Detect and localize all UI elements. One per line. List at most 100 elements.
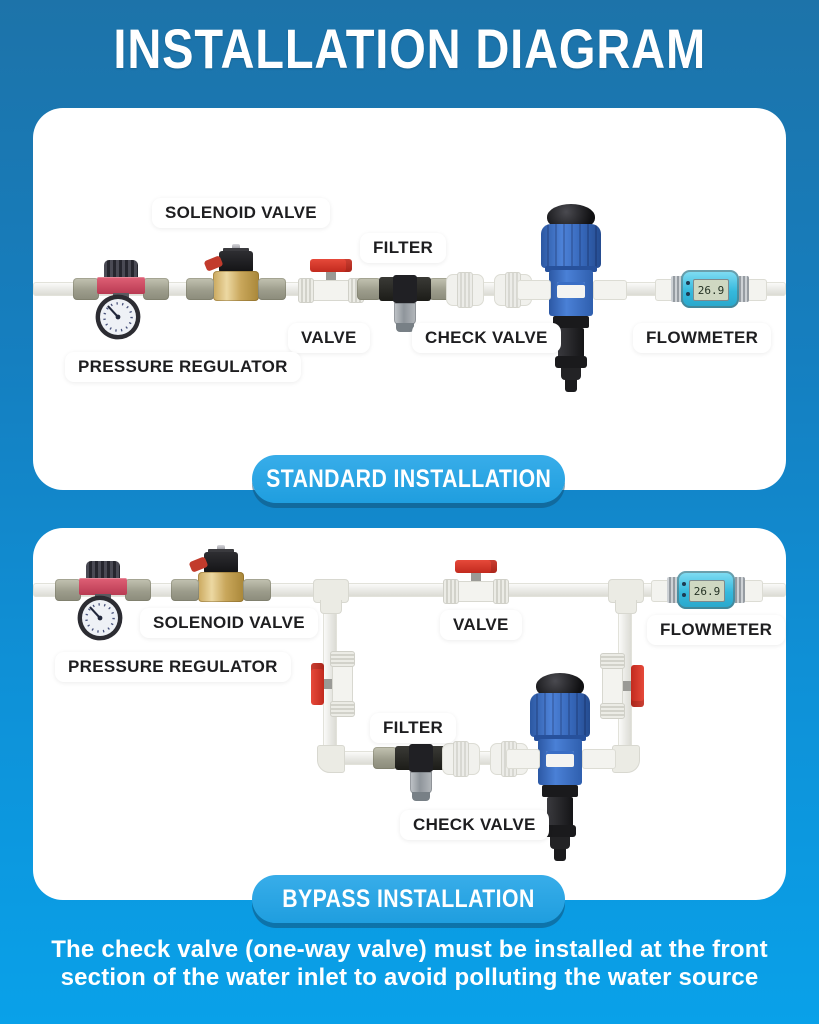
pipe-fitting [171,579,199,601]
pump-taper [561,368,581,380]
tee-fitting [608,579,644,614]
bypass-ball-valve-left [307,647,355,723]
solenoid-coil [204,552,238,574]
filter-bowl [394,303,416,325]
regulator-knob [104,260,138,280]
valve-handle [631,665,644,707]
bypass-installation-panel: 26.9 SOLENOID VALVE PRESSURE REGULATOR V… [33,528,786,923]
valve-union [298,278,314,303]
pipe-fitting [747,279,767,301]
solenoid-body [213,271,259,301]
pipe-fitting [125,579,151,601]
pump-suction [547,797,573,827]
elbow-fitting [317,745,345,773]
flowmeter-button [682,582,686,586]
solenoid-plate [208,549,234,553]
pump-connector [593,280,627,300]
valve-union [443,579,459,604]
pipe-fitting [243,579,271,601]
pump-ring [544,825,576,837]
label-valve: VALVE [288,323,370,353]
valve-handle [455,560,497,573]
pressure-gauge-icon [77,595,123,641]
filter-bowl [410,772,432,794]
pipe-fitting [743,580,763,602]
valve-union [330,701,355,717]
pump-suction [558,328,584,358]
filter-cap [396,323,414,332]
pump-ring [555,356,587,368]
pump-collar [542,785,578,797]
elbow-fitting [612,745,640,773]
pipe-fitting [373,747,397,769]
regulator-band [97,277,145,294]
filter-hub [393,275,417,303]
label-pressure-regulator: PRESSURE REGULATOR [55,652,291,682]
tee-stub [320,600,342,614]
pressure-regulator [55,561,151,645]
label-solenoid-valve: SOLENOID VALVE [152,198,330,228]
ball-valve [437,556,513,604]
filter-hub [409,744,433,772]
pump-connector [517,280,551,300]
page-title: INSTALLATION DIAGRAM [0,16,819,81]
regulator-band [79,578,127,595]
pipe-fitting [73,278,99,300]
bypass-installation-badge: BYPASS INSTALLATION [252,875,565,923]
flowmeter-cap [737,276,749,302]
pump-label [546,751,574,767]
flowmeter-cap [733,577,745,603]
flowmeter-display: 26.9 [693,279,729,301]
page-title-text: INSTALLATION DIAGRAM [113,17,706,80]
valve-union [600,653,625,669]
solenoid-valve [171,545,271,609]
pump-connector [582,749,616,769]
flowmeter: 26.9 [655,268,767,310]
solenoid-body [198,572,244,602]
pipe-fitting [258,278,286,300]
pump-neck [545,266,597,272]
regulator-knob [86,561,120,581]
pump-connector [506,749,540,769]
pipe-fitting [186,278,214,300]
flowmeter-cap [667,577,679,603]
flowmeter-display: 26.9 [689,580,725,602]
label-flowmeter: FLOWMETER [647,615,786,645]
union-fitting [446,272,484,308]
solenoid-screw [232,244,240,250]
standard-installation-panel: 26.9 SOLENOID VALVE FILTER VALVE CHECK V… [33,108,786,503]
label-filter: FILTER [360,233,447,263]
filter-cap [412,792,430,801]
label-solenoid-valve: SOLENOID VALVE [140,608,318,638]
pipe-fitting [143,278,169,300]
label-pressure-regulator: PRESSURE REGULATOR [65,352,301,382]
pump-bell [541,224,601,268]
pump-label [557,282,585,298]
dosing-pump [500,673,620,861]
valve-stem [326,271,336,280]
ball-valve [292,255,368,303]
bypass-installation-badge-text: BYPASS INSTALLATION [282,884,535,913]
flowmeter-button [686,281,690,285]
standard-installation-badge: STANDARD INSTALLATION [252,455,565,503]
valve-handle [311,663,324,705]
label-valve: VALVE [440,610,522,640]
pressure-regulator [73,260,169,344]
tee-stub [615,600,637,614]
valve-handle [310,259,352,272]
solenoid-screw [217,545,225,551]
label-flowmeter: FLOWMETER [633,323,772,353]
pipe-fitting [357,278,381,300]
pump-collar [553,316,589,328]
flowmeter-button [682,593,686,597]
pipe-fitting [55,579,81,601]
label-check-valve: CHECK VALVE [412,323,561,353]
pump-suction-tube [554,849,566,861]
union-fitting [442,741,480,777]
valve-union [330,651,355,667]
dosing-pump [511,204,631,392]
footer-note: The check valve (one-way valve) must be … [51,936,768,992]
standard-installation-badge-text: STANDARD INSTALLATION [265,464,552,493]
flowmeter-button [686,292,690,296]
label-filter: FILTER [370,713,457,743]
